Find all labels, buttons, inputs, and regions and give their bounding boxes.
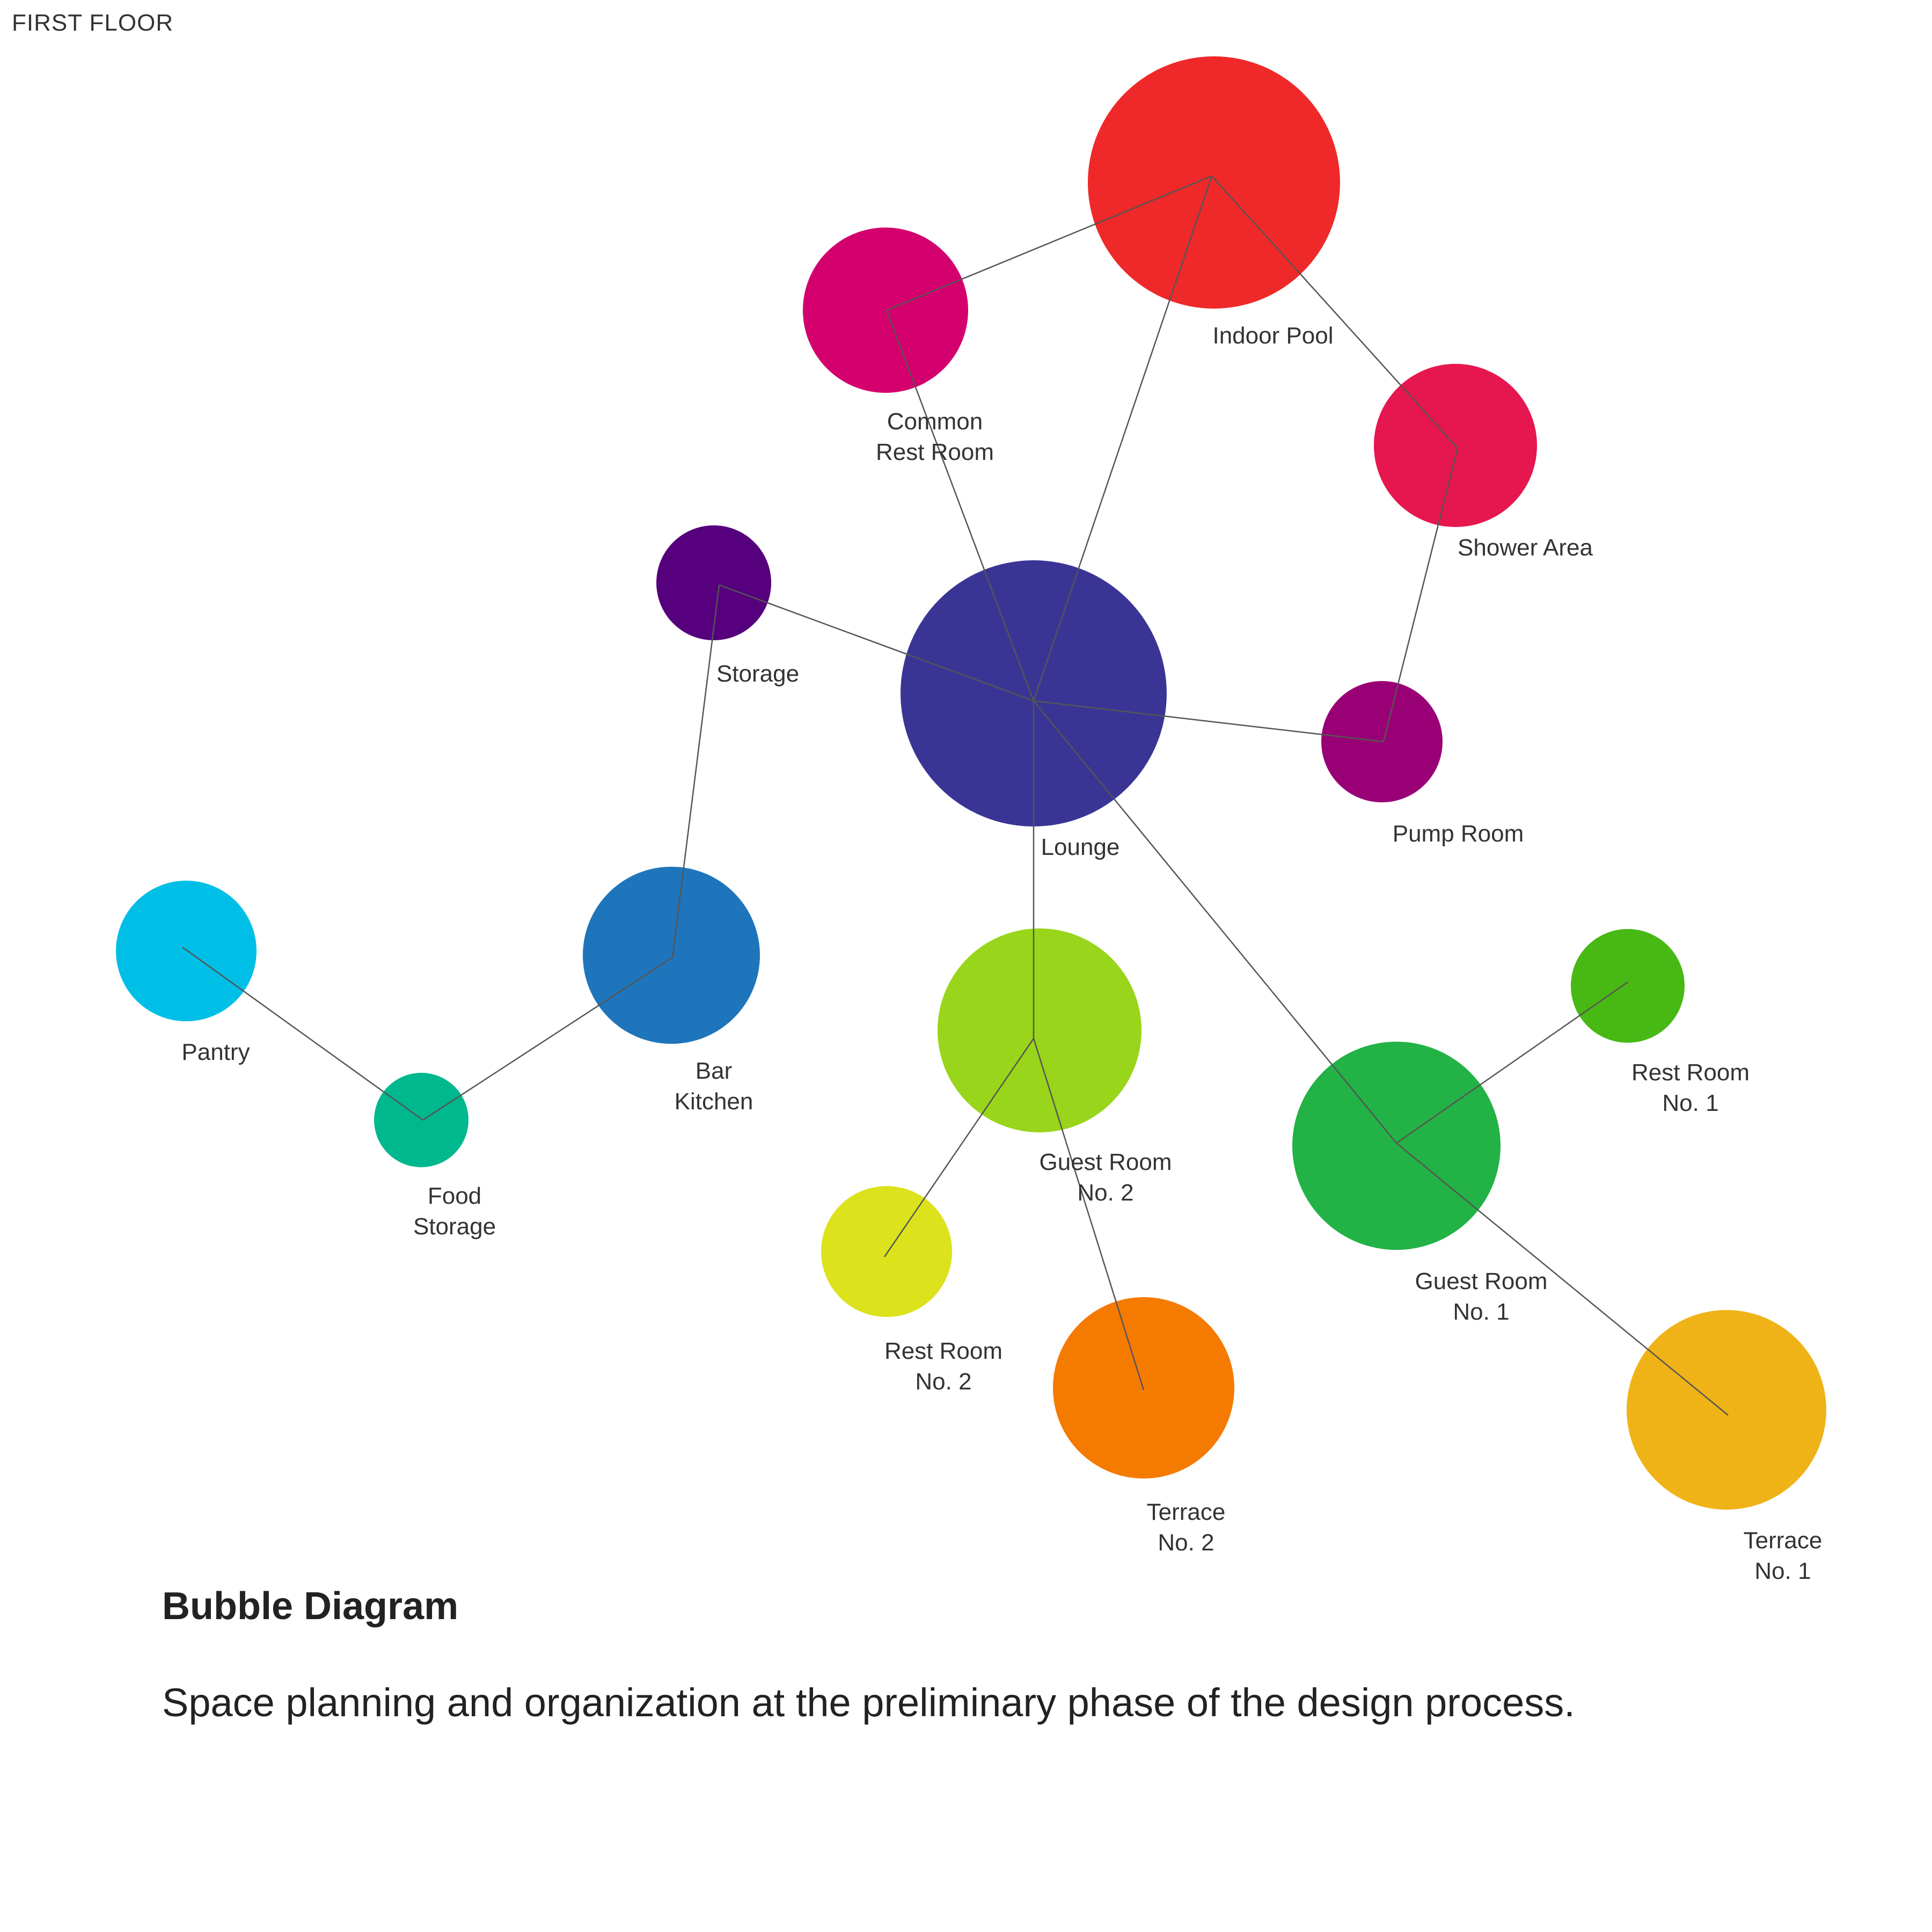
bubble-terrace-1 [1627, 1310, 1826, 1510]
label-line: Guest Room [1415, 1268, 1548, 1294]
edge-common-rest-room-to-lounge [885, 310, 1035, 701]
edge-lounge-to-storage [719, 584, 1034, 702]
label-line: No. 2 [1158, 1529, 1214, 1556]
edge-guest-room-2-to-rest-room-2 [883, 1038, 1035, 1257]
label-line: Lounge [1041, 834, 1120, 860]
label-storage: Storage [716, 661, 799, 687]
label-line: Common [887, 408, 983, 435]
label-line: No. 2 [1077, 1180, 1133, 1206]
bubble-food-storage [374, 1073, 469, 1167]
label-line: Pantry [181, 1039, 250, 1065]
label-indoor-pool: Indoor Pool [1212, 323, 1333, 349]
bubble-storage [656, 525, 771, 640]
edge-indoor-pool-to-common-rest-room [886, 175, 1212, 311]
bubble-indoor-pool [1088, 56, 1340, 309]
label-line: Rest Room [876, 439, 994, 465]
edge-food-storage-to-pantry [182, 946, 423, 1121]
label-line: Storage [413, 1213, 496, 1240]
label-shower-area: Shower Area [1458, 535, 1593, 561]
edge-indoor-pool-to-shower-area [1211, 175, 1458, 449]
label-pump-room: Pump Room [1393, 821, 1524, 847]
bubble-bar-kitchen [583, 867, 760, 1044]
edge-storage-to-bar-kitchen [671, 584, 720, 958]
label-pantry: Pantry [181, 1039, 250, 1065]
bubble-lounge [901, 560, 1167, 826]
label-lounge: Lounge [1041, 834, 1120, 860]
edge-lounge-to-guest-room-1 [1033, 700, 1397, 1144]
bubble-guest-room-1 [1292, 1042, 1501, 1250]
label-line: Kitchen [675, 1088, 753, 1115]
edge-lounge-to-pump-room [1033, 700, 1384, 743]
label-line: Terrace [1147, 1499, 1226, 1525]
diagram-subtitle: Space planning and organization at the p… [162, 1680, 1575, 1725]
label-line: Rest Room [884, 1338, 1002, 1364]
label-line: Guest Room [1040, 1149, 1172, 1175]
edge-guest-room-2-to-terrace-2 [1033, 1038, 1145, 1391]
bubble-pantry [116, 881, 257, 1021]
label-line: No. 1 [1453, 1299, 1509, 1325]
label-line: No. 1 [1754, 1558, 1811, 1584]
floor-label: FIRST FLOOR [12, 10, 174, 36]
label-line: Indoor Pool [1212, 323, 1333, 349]
bubble-rest-room-2 [821, 1186, 952, 1317]
edge-indoor-pool-to-lounge [1033, 175, 1213, 701]
bubble-rest-room-1 [1571, 929, 1685, 1043]
label-line: Storage [716, 661, 799, 687]
edge-shower-area-to-pump-room [1382, 448, 1459, 742]
label-line: Bar [696, 1058, 732, 1084]
bubble-guest-room-2 [938, 928, 1141, 1132]
diagram-title: Bubble Diagram [162, 1585, 459, 1628]
label-line: Food [428, 1183, 481, 1209]
label-line: Shower Area [1458, 535, 1593, 561]
edge-bar-kitchen-to-food-storage [422, 956, 673, 1121]
bubble-common-rest-room [803, 228, 968, 393]
label-line: Pump Room [1393, 821, 1524, 847]
label-line: Rest Room [1631, 1059, 1750, 1086]
label-line: Terrace [1744, 1527, 1823, 1554]
label-line: No. 1 [1662, 1090, 1718, 1116]
edge-guest-room-1-to-rest-room-1 [1396, 981, 1628, 1144]
edge-guest-room-1-to-terrace-1 [1396, 1143, 1729, 1416]
label-line: No. 2 [915, 1368, 971, 1395]
